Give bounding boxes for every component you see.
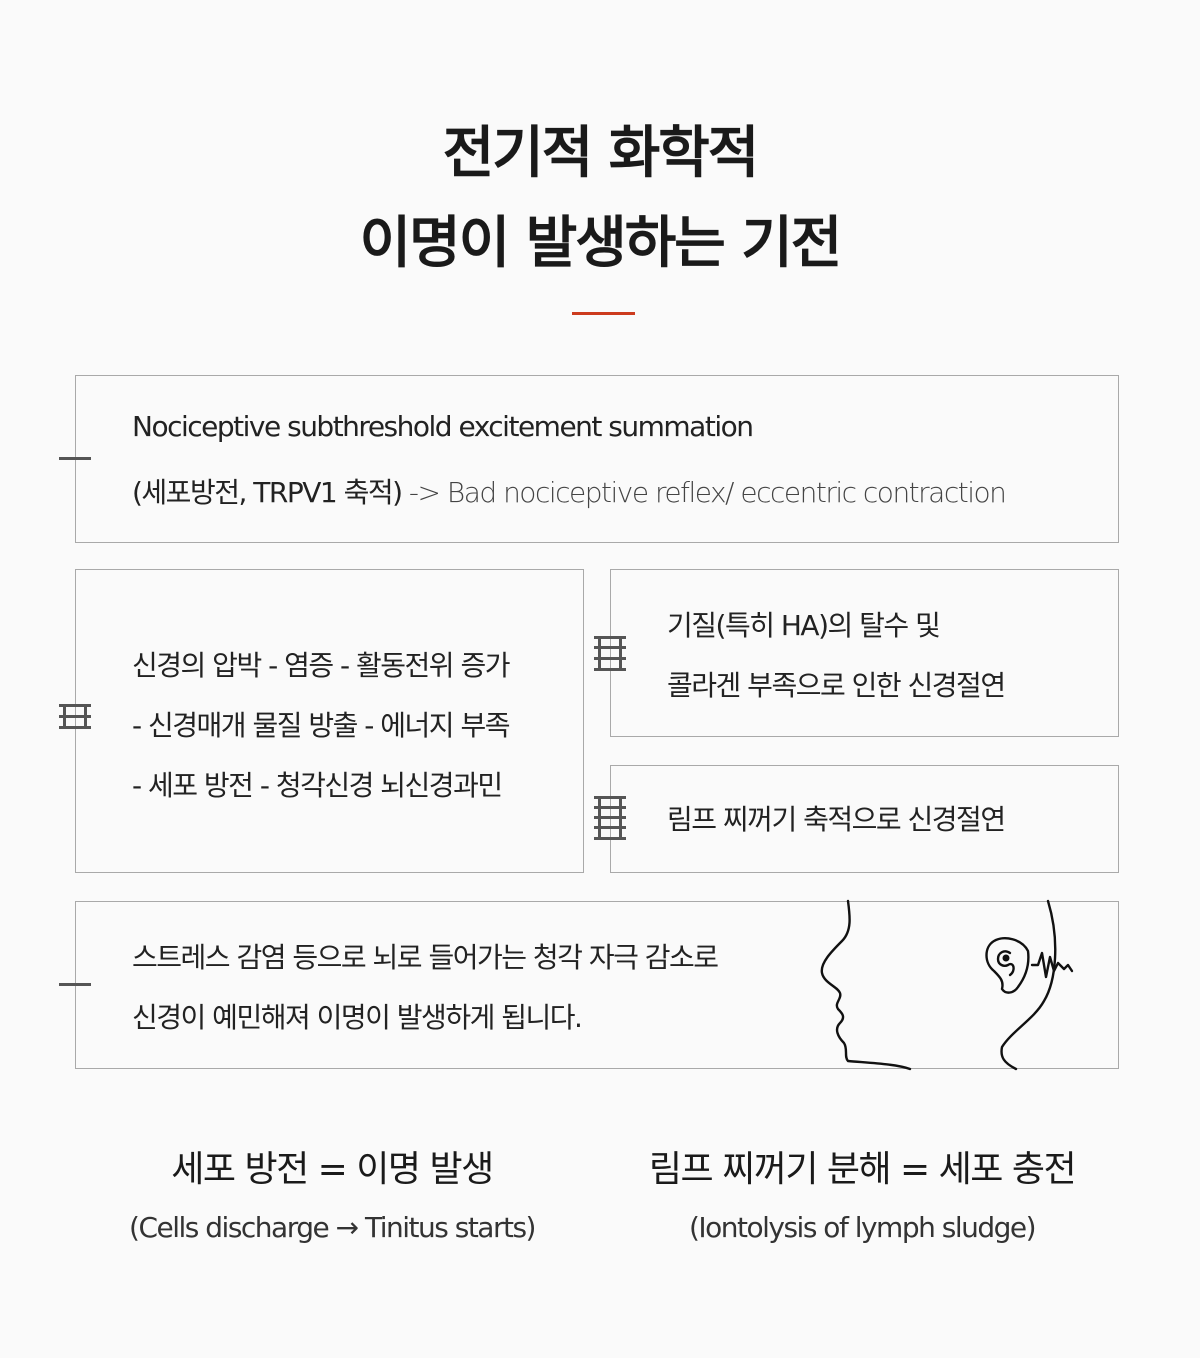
box1-line2: (세포방전, TRPV1 축적) -> Bad nociceptive refl… [132,471,1007,511]
mechanism-box-nociceptive: Nociceptive subthreshold excitement summ… [75,375,1119,543]
mechanism-box-stress: 스트레스 감염 등으로 뇌로 들어가는 청각 자극 감소로 신경이 예민해져 이… [75,899,1119,1071]
page-title-line2: 이명이 발생하는 기전 [359,211,843,276]
summary-right-title: 림프 찌꺼기 분해 = 세포 충전 [648,1149,1077,1190]
summary-left-title: 세포 방전 = 이명 발생 [171,1149,494,1190]
box2-line2: - 신경매개 물질 방출 - 에너지 부족 [132,709,511,742]
box5-line2: 신경이 예민해져 이명이 발생하게 됩니다. [132,1001,583,1034]
ear-canal-dot [1002,954,1010,962]
box1-line1: Nociceptive subthreshold excitement summ… [132,410,754,443]
summary-left-subtitle: (Cells discharge → Tinitus starts) [129,1211,536,1244]
box4-line1: 림프 찌꺼기 축적으로 신경절연 [667,803,1006,836]
mechanism-box-nerve-compression: 신경의 압박 - 염증 - 활동전위 증가 - 신경매개 물질 방출 - 에너지… [75,569,584,873]
page-title-line1: 전기적 화학적 [442,121,760,186]
box1-line2-light: -> Bad nociceptive reflex/ eccentric con… [401,476,1007,509]
box5-line1: 스트레스 감염 등으로 뇌로 들어가는 청각 자극 감소로 [132,941,719,974]
mechanism-box-matrix-dehydration: 기질(특히 HA)의 탈수 및 콜라겐 부족으로 인한 신경절연 [610,569,1119,737]
mechanism-box-lymph-sludge: 림프 찌꺼기 축적으로 신경절연 [610,765,1119,873]
box2-line3: - 세포 방전 - 청각신경 뇌신경과민 [132,769,503,802]
box3-line1: 기질(특히 HA)의 탈수 및 [667,609,941,642]
title-accent-divider [572,312,635,315]
box5-connector-tick [59,983,91,986]
box3-line2: 콜라겐 부족으로 인한 신경절연 [667,669,1006,702]
box2-line1: 신경의 압박 - 염증 - 활동전위 증가 [132,649,511,682]
box1-connector-tick [59,457,91,460]
head-ear-sound-wave-icon [820,899,1074,1071]
box1-line2-strong: (세포방전, TRPV1 축적) [132,476,403,509]
summary-right-subtitle: (Iontolysis of lymph sludge) [688,1211,1037,1244]
